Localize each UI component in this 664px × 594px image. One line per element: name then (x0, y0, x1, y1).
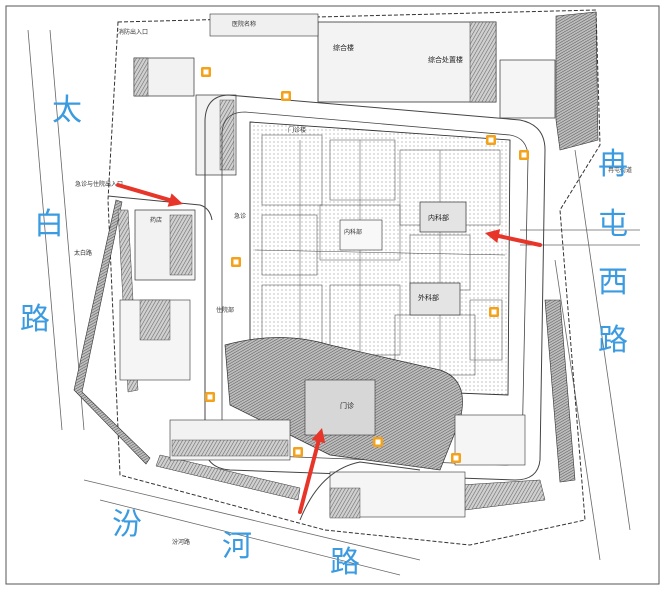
entrance-arrow-icon (298, 428, 326, 514)
internal-dept-label: 内科部 (428, 213, 449, 222)
clinic-tower-label: 门诊楼 (288, 126, 306, 134)
parking-marker-icon (293, 447, 303, 457)
ne-sign-label: 冉屯街道 (608, 166, 632, 174)
fire-entrance-label: 消防出入口 (118, 28, 148, 36)
inner-ring-road (204, 94, 546, 481)
taibai-road-char-2: 白 (34, 207, 64, 242)
southeast-wall (459, 479, 546, 511)
taibai-small-label: 太白路 (74, 249, 92, 257)
emergency-label: 急诊 (234, 212, 246, 220)
emergency-entrance-label: 急诊与住院出入口 (75, 180, 123, 188)
parking-marker-icon (205, 392, 215, 402)
road-lines (27, 29, 640, 576)
west-lower-hatch (139, 299, 171, 341)
parking-marker-icon (281, 91, 291, 101)
fenhe-road-char-2: 河 (222, 529, 252, 564)
general-building (317, 21, 497, 103)
inpatient-label: 住院部 (216, 306, 234, 314)
outpatient-building-label: 综合处置楼 (428, 55, 463, 64)
centre-block (339, 219, 383, 251)
ranzhun-road-char-2: 屯 (598, 207, 628, 242)
south-entrance-road (299, 461, 421, 521)
taibai-road-char-3: 路 (20, 302, 50, 337)
main-complex (249, 121, 511, 396)
west-perimeter-wall (73, 199, 151, 465)
parking-marker-icon (373, 437, 383, 447)
entrance-arrow-icon (116, 183, 183, 207)
south-perimeter-wall (155, 454, 301, 501)
internal-dept-block (419, 201, 467, 233)
taibai-road-char-1: 太 (52, 93, 82, 128)
outpatient-label: 门诊 (340, 401, 354, 410)
fenhe-road-char-1: 汾 (112, 507, 142, 542)
ranzhun-road-char-1: 冉 (598, 147, 628, 182)
ranzhun-road-char-3: 西 (598, 265, 628, 300)
fenhe-road-char-3: 路 (330, 545, 360, 580)
general-building-label: 综合楼 (333, 43, 354, 52)
east-perimeter-wall (544, 299, 576, 483)
entrance-arrow-icon (485, 229, 542, 247)
centre-block-label: 内科部 (344, 228, 362, 236)
parking-marker-icon (486, 135, 496, 145)
parking-markers (201, 67, 529, 463)
entrance-arrows (116, 183, 542, 514)
south-gatehouse-hatch (329, 487, 361, 519)
parking-marker-icon (201, 67, 211, 77)
west-annex-hatch (219, 99, 235, 171)
med-shop-label: 药店 (150, 216, 162, 224)
north-east-hatched-wall (555, 11, 599, 151)
south-building-hatch (171, 439, 289, 457)
site-boundary (107, 9, 601, 546)
fenhe-small-label: 汾河路 (172, 538, 190, 546)
surgery-dept-block (409, 282, 461, 316)
parking-marker-icon (519, 150, 529, 160)
general-building-hatch (469, 21, 497, 103)
se-building (454, 414, 526, 466)
parking-marker-icon (451, 453, 461, 463)
west-entrance-road (107, 195, 213, 221)
ranzhun-road-char-4: 路 (598, 323, 628, 358)
parking-marker-icon (231, 257, 241, 267)
north-sign-label: 医院名称 (232, 20, 256, 28)
north-annex (499, 59, 556, 119)
parking-marker-icon (489, 307, 499, 317)
surgery-dept-label: 外科部 (418, 293, 439, 302)
outpatient-hall (304, 379, 376, 436)
nw-building-hatch (133, 57, 149, 97)
emergency-building-hatch (169, 214, 193, 276)
north-strip (209, 13, 319, 37)
outer-frame (5, 5, 660, 585)
